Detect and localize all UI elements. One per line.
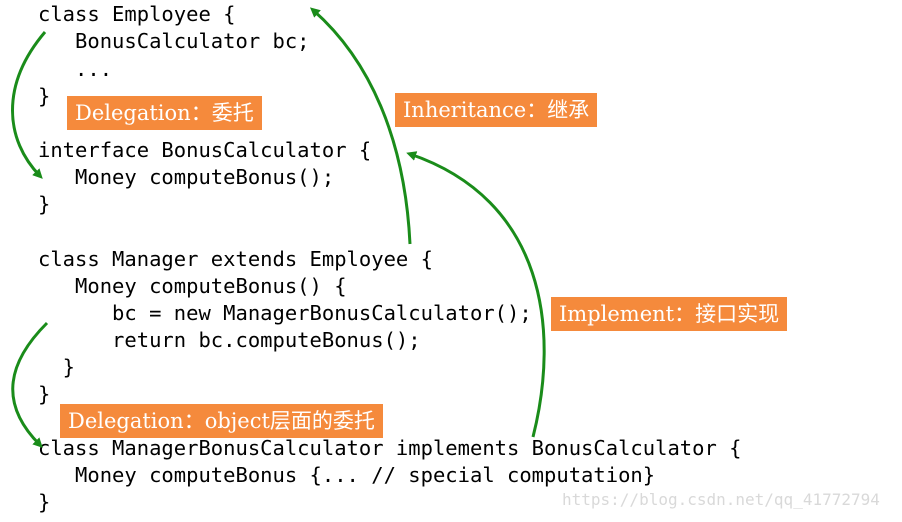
code-line-close-interface: } — [38, 192, 51, 216]
code-line-manager-method: Money computeBonus() { — [38, 274, 347, 298]
code-line-class-calculator: class ManagerBonusCalculator implements … — [38, 436, 742, 460]
code-line-calculator-method: Money computeBonus {... // special compu… — [38, 463, 656, 487]
code-line-interface-method: Money computeBonus(); — [38, 165, 335, 189]
arrow-implement — [406, 151, 546, 438]
label-implement: Implement：接口实现 — [551, 297, 788, 331]
code-line-close-calculator: } — [38, 490, 51, 514]
code-line-interface: interface BonusCalculator { — [38, 138, 372, 162]
code-line-class-employee: class Employee { — [38, 2, 236, 26]
code-line-bonus-field: BonusCalculator bc; — [38, 29, 310, 53]
label-delegation-object: Delegation：object层面的委托 — [60, 404, 383, 438]
code-line-class-manager: class Manager extends Employee { — [38, 247, 433, 271]
watermark: https://blog.csdn.net/qq_41772794 — [562, 490, 880, 509]
code-line-ellipsis: ... — [38, 57, 113, 81]
arrow-inheritance — [309, 7, 412, 245]
code-line-close-manager: } — [38, 382, 51, 406]
label-inheritance: Inheritance：继承 — [395, 93, 598, 127]
code-line-close-method: } — [38, 355, 76, 379]
code-line-new-calculator: bc = new ManagerBonusCalculator(); — [38, 301, 532, 325]
code-line-return: return bc.computeBonus(); — [38, 328, 421, 352]
label-delegation: Delegation：委托 — [67, 96, 262, 130]
code-line-close-employee: } — [38, 84, 51, 108]
